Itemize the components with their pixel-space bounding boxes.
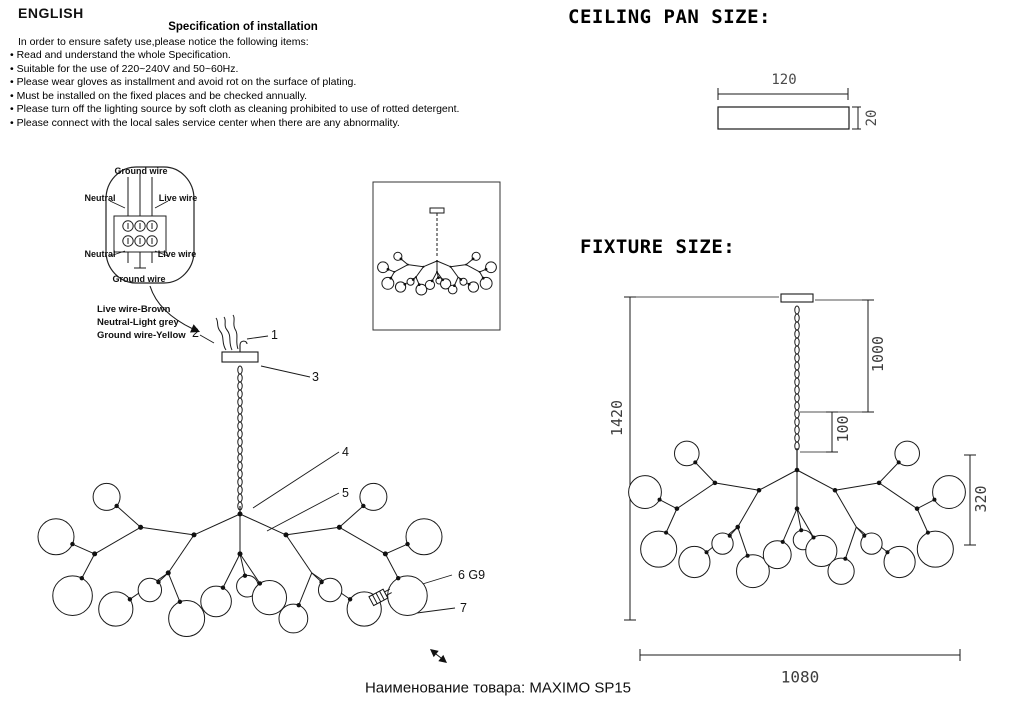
wiring-diagram <box>105 166 200 333</box>
wiring-neutral-top-label: Neutral <box>84 193 116 203</box>
dim-overall-height: 1420 <box>608 399 626 437</box>
language-heading: ENGLISH <box>18 5 84 21</box>
wire-color-neutral: Neutral-Light grey <box>97 317 179 328</box>
wiring-neutral-bottom-label: Neutral <box>84 249 116 259</box>
dim-chain-height: 1000 <box>869 335 887 373</box>
callout-7-label: 7 <box>460 601 467 615</box>
callout-4-label: 4 <box>342 445 349 459</box>
callout-5-label: 5 <box>342 486 349 500</box>
wiring-live-top-label: Live wire <box>158 193 198 203</box>
g9-bulb-drawing <box>368 588 392 607</box>
callout-1-label: 1 <box>271 328 278 342</box>
callout-2-label: 2 <box>192 326 199 340</box>
chandelier-fixture <box>628 440 966 589</box>
spec-bullet: • Read and understand the whole Specific… <box>10 49 231 61</box>
wiring-ground-top-label: Ground wire <box>114 166 168 176</box>
callout-6-label: 6 G9 <box>458 568 486 582</box>
spec-title: Specification of installation <box>168 21 318 33</box>
thumbnail-box <box>372 181 501 331</box>
wire-color-ground: Ground wire-Yellow <box>97 330 186 341</box>
fixture-size-heading: FIXTURE SIZE: <box>580 236 736 258</box>
dim-pan-width: 120 <box>771 72 797 88</box>
wire-color-live: Live wire-Brown <box>97 304 171 315</box>
spec-section: Specification of installation In order t… <box>8 21 556 130</box>
spec-bullet: • Must be installed on the fixed places … <box>10 89 308 102</box>
main-chandelier-drawing <box>199 314 456 663</box>
fixture-size-drawing <box>624 293 976 661</box>
wiring-ground-bottom-label: Ground wire <box>112 274 166 284</box>
dim-pan-thickness: 20 <box>864 109 880 127</box>
spec-bullet: • Please wear gloves as installment and … <box>10 76 357 88</box>
spec-intro: In order to ensure safety use,please not… <box>18 35 309 48</box>
spec-bullet: • Please turn off the lighting source by… <box>10 103 460 115</box>
spec-bullet: • Please connect with the local sales se… <box>10 116 400 129</box>
dim-stem-height: 100 <box>834 415 852 443</box>
spec-bullet: • Suitable for the use of 220~240V and 5… <box>10 62 239 75</box>
dim-body-height: 320 <box>972 485 990 513</box>
product-name: Наименование товара: MAXIMO SP15 <box>364 679 632 697</box>
callout-3-label: 3 <box>312 370 319 384</box>
ceiling-pan-drawing <box>717 88 861 130</box>
dim-fixture-width: 1080 <box>780 667 820 687</box>
chandelier-thumbnail <box>377 251 497 296</box>
ceiling-pan-size-heading: CEILING PAN SIZE: <box>568 6 771 28</box>
chandelier-main <box>37 482 443 637</box>
wiring-live-bottom-label: Live wire <box>157 249 197 259</box>
